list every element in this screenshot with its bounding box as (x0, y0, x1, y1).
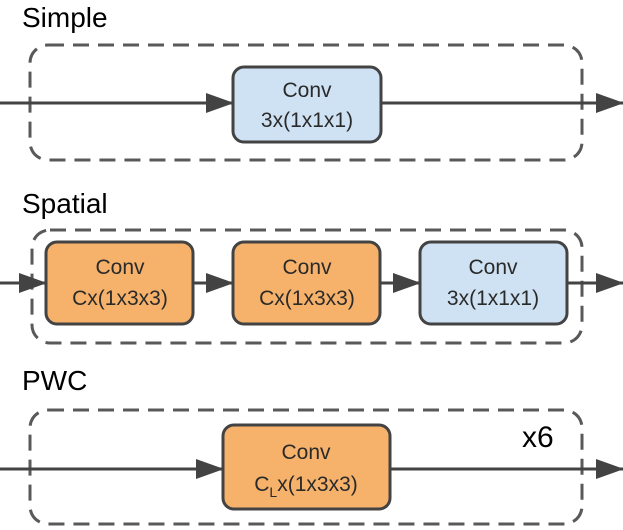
spatial-section: Spatial Conv Cx(1x3x3) Conv Cx(1x3x3) Co… (0, 188, 623, 345)
simple-section: Simple Conv 3x(1x1x1) (0, 2, 623, 162)
pwc-conv-block (221, 423, 392, 511)
pwc-repeat-count: x6 (522, 421, 554, 454)
spatial-conv-3-label: Conv (468, 256, 518, 279)
spatial-conv-2-label: Conv (282, 256, 332, 279)
pwc-conv-label: Conv (281, 441, 331, 464)
pwc-conv-kernel: CLx(1x3x3) (254, 473, 358, 500)
simple-conv-label: Conv (282, 79, 332, 102)
pwc-section: PWC x6 Conv CLx(1x3x3) (0, 365, 623, 526)
spatial-conv-1-kernel: Cx(1x3x3) (72, 287, 168, 310)
spatial-title: Spatial (22, 188, 108, 219)
simple-conv-kernel: 3x(1x1x1) (261, 109, 353, 132)
pwc-kernel-prefix: C (254, 473, 269, 496)
spatial-conv-1-label: Conv (95, 256, 145, 279)
spatial-conv-block-1 (44, 240, 195, 326)
spatial-conv-block-3 (418, 240, 569, 326)
pwc-group-frame (28, 408, 584, 526)
pwc-title: PWC (22, 365, 87, 396)
spatial-conv-block-2 (231, 240, 382, 326)
pwc-kernel-suffix: x(1x3x3) (277, 473, 358, 496)
spatial-conv-3-kernel: 3x(1x1x1) (447, 287, 539, 310)
pwc-kernel-subscript: L (269, 484, 277, 500)
simple-title: Simple (22, 2, 108, 33)
spatial-conv-2-kernel: Cx(1x3x3) (259, 287, 355, 310)
